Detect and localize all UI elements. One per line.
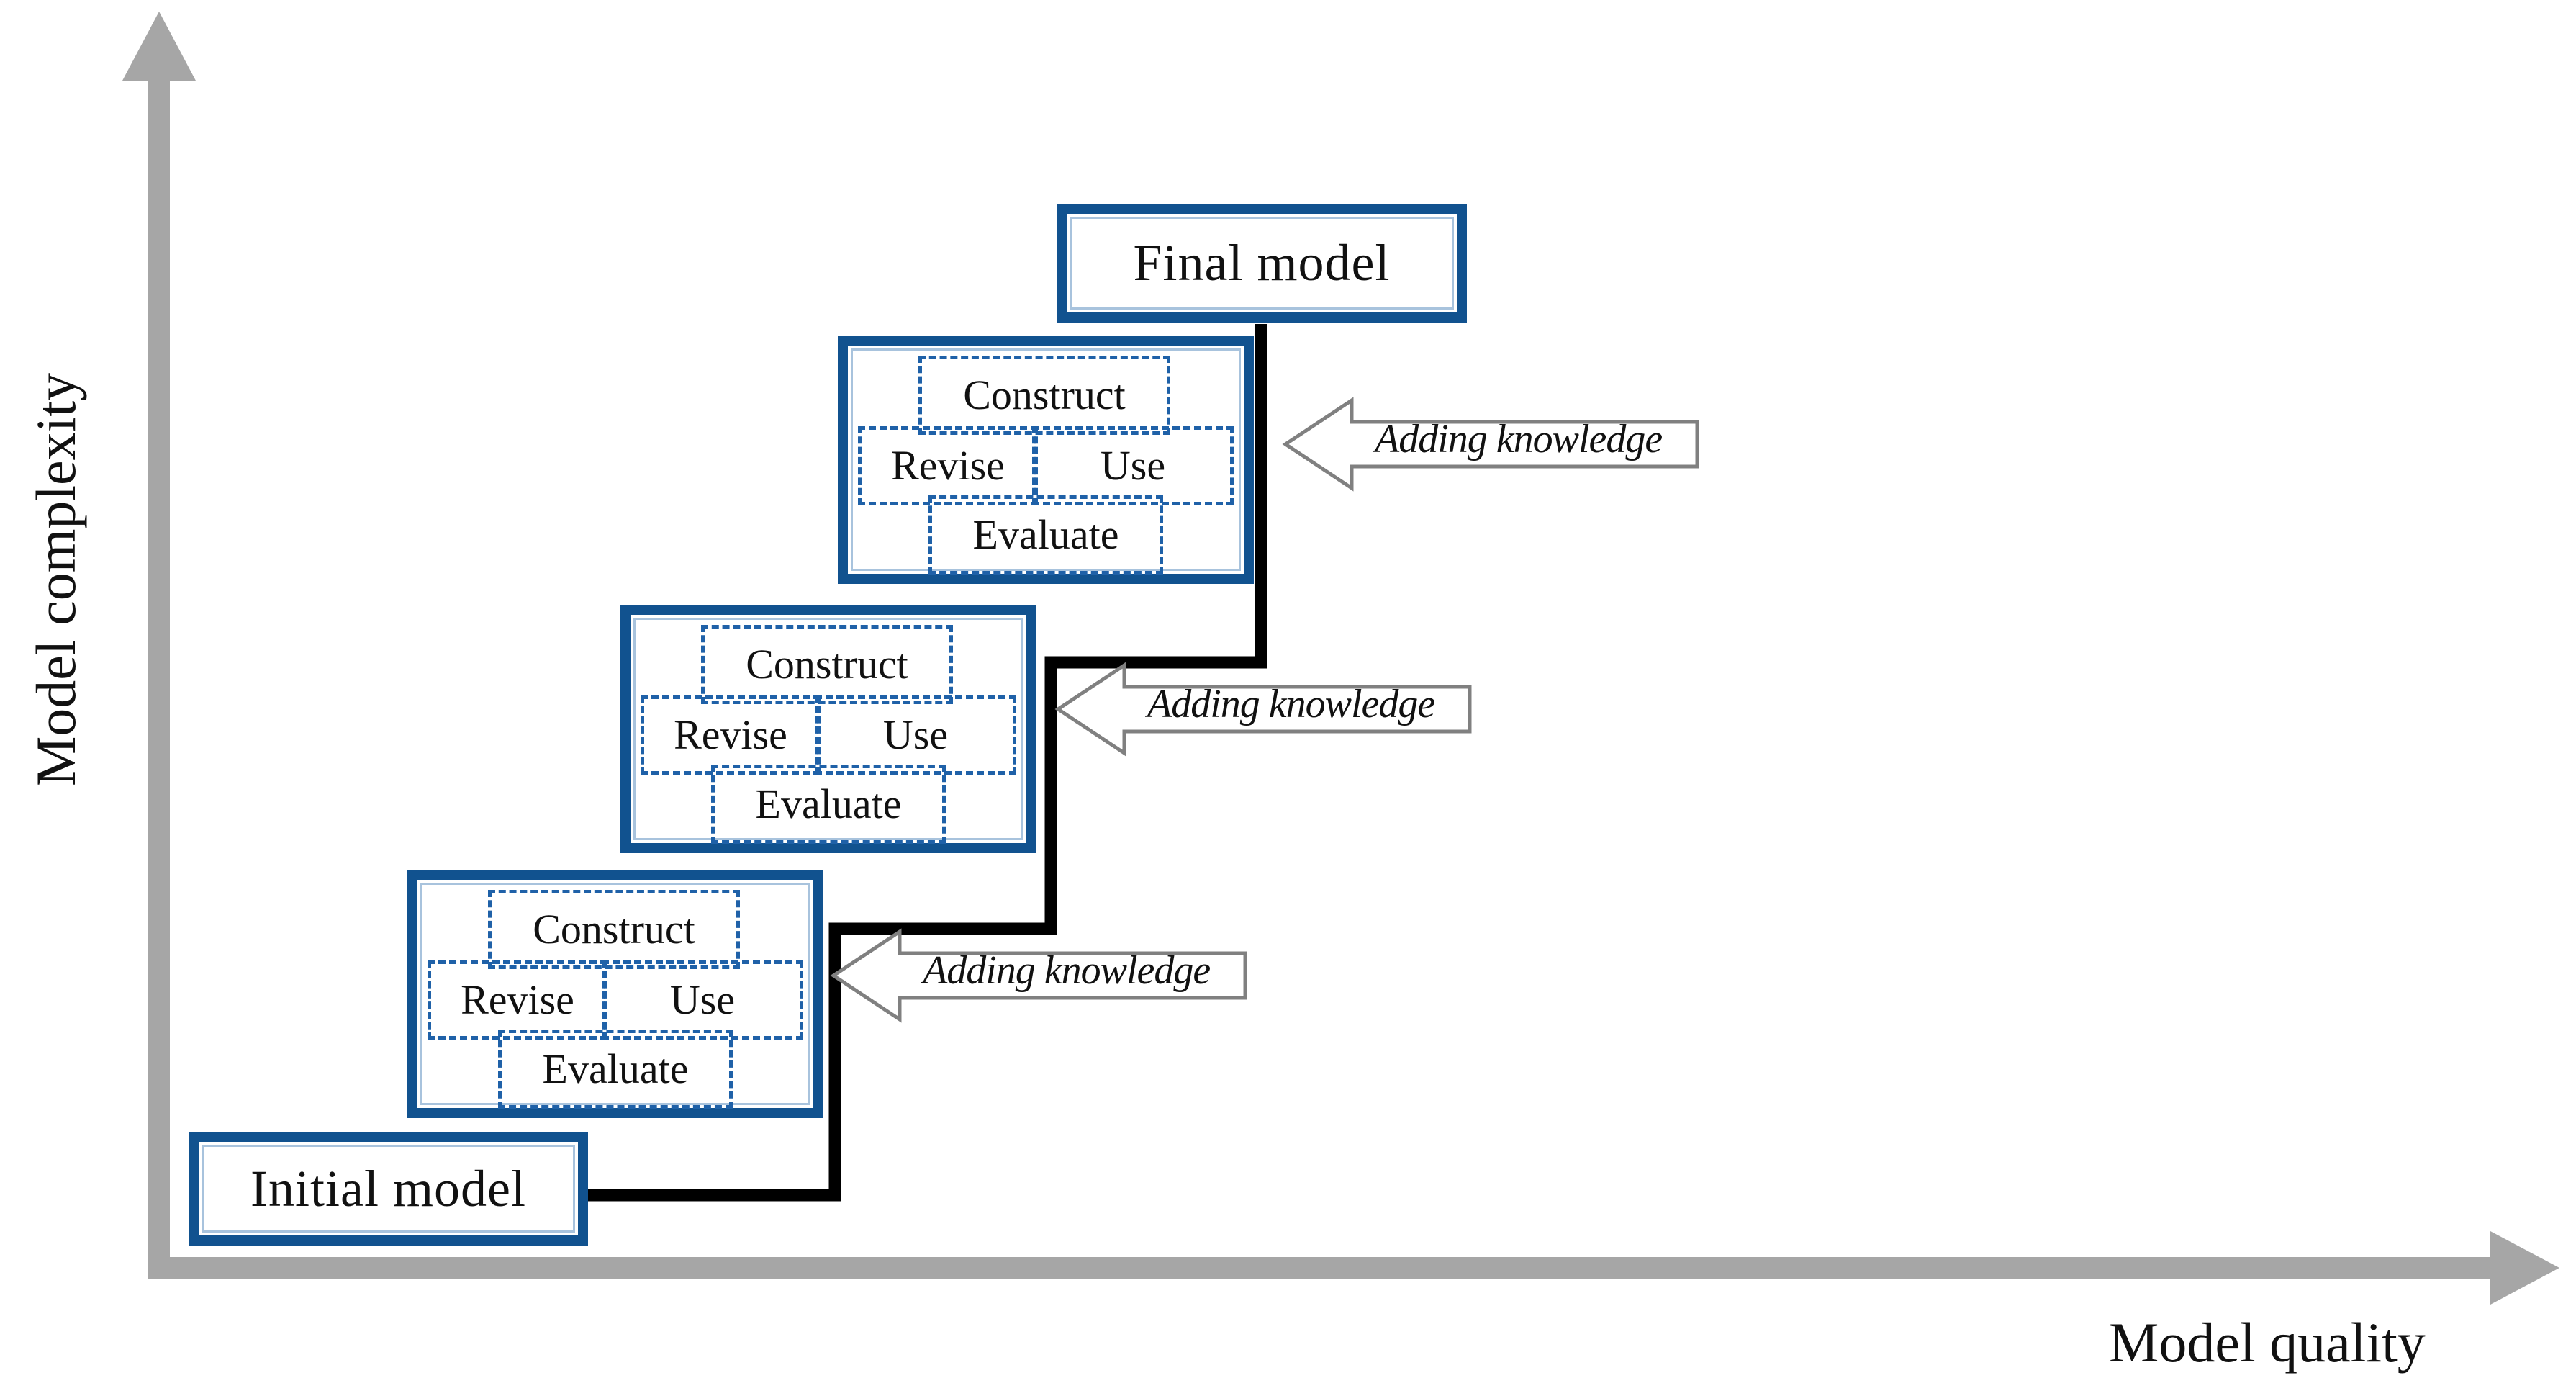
final-model-label: Final model <box>1133 234 1391 292</box>
stage-3-evaluate-label: Evaluate <box>972 511 1119 558</box>
adding-knowledge-label-2: Adding knowledge <box>1147 682 1435 726</box>
final-model-box[interactable]: Final model <box>1057 204 1467 323</box>
stage-1-construct-label: Construct <box>533 906 695 953</box>
stage-1-use-label: Use <box>669 976 736 1023</box>
stage-1-evaluate-label: Evaluate <box>542 1045 689 1092</box>
stage-3-construct-label: Construct <box>963 371 1126 418</box>
stage-box-2[interactable]: Construct Revise Use Evaluate <box>620 605 1036 853</box>
stage-2-cell-evaluate[interactable]: Evaluate <box>711 765 946 844</box>
stage-2-cell-use[interactable]: Use <box>815 695 1016 775</box>
stage-3-use-label: Use <box>1100 442 1166 489</box>
stage-1-cell-use[interactable]: Use <box>602 960 803 1040</box>
stage-1-revise-label: Revise <box>461 976 574 1023</box>
y-axis-arrow <box>122 12 196 1279</box>
initial-model-box[interactable]: Initial model <box>189 1132 588 1246</box>
stage-3-cell-construct[interactable]: Construct <box>918 356 1170 435</box>
stage-box-3[interactable]: Construct Revise Use Evaluate <box>838 336 1254 584</box>
adding-knowledge-arrow-1: Adding knowledge <box>830 928 1247 1023</box>
stage-3-revise-label: Revise <box>891 442 1005 489</box>
stage-2-cell-construct[interactable]: Construct <box>701 625 953 704</box>
stage-2-use-label: Use <box>882 711 949 758</box>
stage-2-construct-label: Construct <box>746 641 908 688</box>
stage-1-cell-evaluate[interactable]: Evaluate <box>498 1030 733 1109</box>
stage-1-inner: Construct Revise Use Evaluate <box>417 880 813 1109</box>
adding-knowledge-label-3: Adding knowledge <box>1375 417 1663 461</box>
stage-2-evaluate-label: Evaluate <box>755 780 902 827</box>
stage-3-cell-evaluate[interactable]: Evaluate <box>928 495 1163 575</box>
stage-box-1[interactable]: Construct Revise Use Evaluate <box>407 870 823 1118</box>
y-axis-label: Model complexity <box>24 372 87 787</box>
x-axis-label: Model quality <box>2109 1311 2426 1374</box>
stage-3-cell-use[interactable]: Use <box>1032 426 1234 505</box>
stage-2-cell-revise[interactable]: Revise <box>641 695 821 775</box>
stage-3-inner: Construct Revise Use Evaluate <box>848 346 1244 575</box>
adding-knowledge-arrow-2: Adding knowledge <box>1054 662 1472 757</box>
stage-1-cell-revise[interactable]: Revise <box>428 960 607 1040</box>
adding-knowledge-arrow-3: Adding knowledge <box>1282 397 1699 492</box>
stage-2-revise-label: Revise <box>674 711 787 758</box>
stage-1-cell-construct[interactable]: Construct <box>488 890 740 969</box>
stage-3-cell-revise[interactable]: Revise <box>858 426 1038 505</box>
initial-model-label: Initial model <box>250 1159 526 1217</box>
adding-knowledge-label-1: Adding knowledge <box>923 948 1211 993</box>
stage-2-inner: Construct Revise Use Evaluate <box>631 615 1026 844</box>
